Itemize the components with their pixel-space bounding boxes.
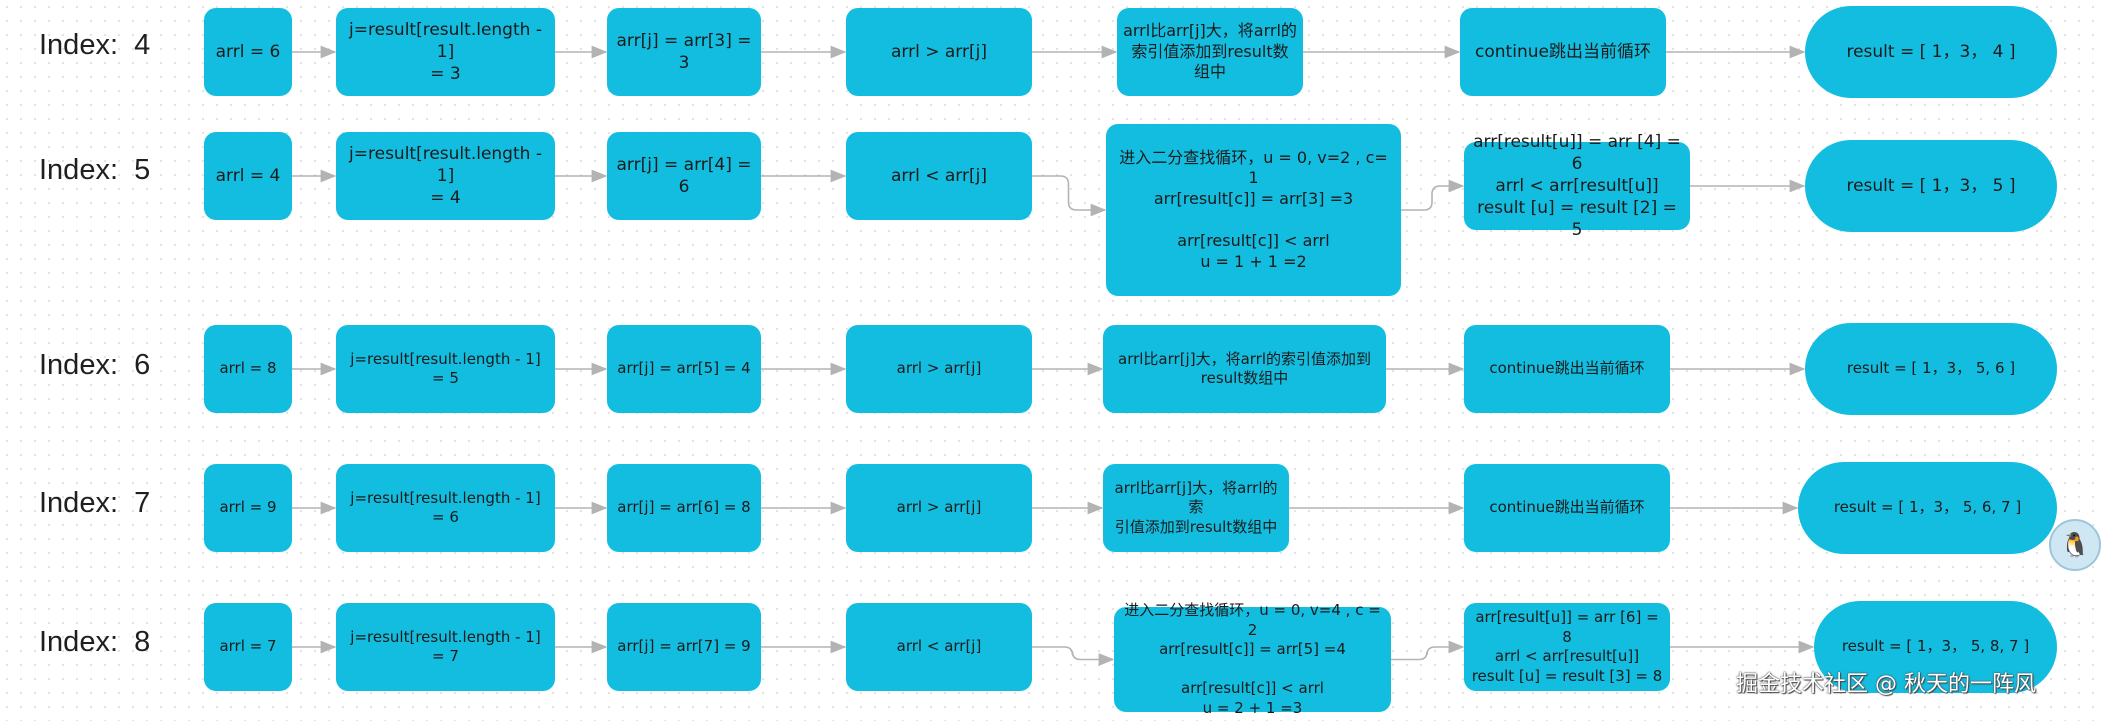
node-arrj-index-8: arr[j] = arr[7] = 9 — [607, 603, 761, 691]
row-label-index-4: Index: 4 — [39, 29, 151, 61]
row-label-index-8: Index: 8 — [39, 626, 151, 658]
node-binary-search-index-5: 进入二分查找循环，u = 0, v=2 , c= 1 arr[result[c]… — [1106, 124, 1401, 296]
node-action-index-7: arrl比arr[j]大，将arrl的索 引值添加到result数组中 — [1103, 464, 1289, 552]
avatar-icon[interactable]: 🐧 — [2049, 519, 2101, 571]
row-label-index-5: Index: 5 — [39, 154, 151, 186]
node-arrj-index-5: arr[j] = arr[4] = 6 — [607, 132, 761, 220]
node-result-index-7: result = [ 1，3， 5, 6, 7 ] — [1798, 462, 2057, 554]
node-arrl-index-7: arrl = 9 — [204, 464, 292, 552]
row-label-index-7: Index: 7 — [39, 487, 151, 519]
node-action-index-6: arrl比arr[j]大，将arrl的索引值添加到 result数组中 — [1103, 325, 1386, 413]
node-next-index-7: continue跳出当前循环 — [1464, 464, 1670, 552]
edge-index-5-5 — [1401, 179, 1465, 211]
node-result-index-5: result = [ 1，3， 5 ] — [1805, 140, 2057, 232]
node-binary-search-index-8: 进入二分查找循环，u = 0, v=4 , c = 2 arr[result[c… — [1114, 601, 1391, 717]
node-j-index-5: j=result[result.length - 1] = 4 — [336, 132, 555, 220]
node-next-index-6: continue跳出当前循环 — [1464, 325, 1670, 413]
node-arrl-index-4: arrl = 6 — [204, 8, 292, 96]
node-j-index-6: j=result[result.length - 1] = 5 — [336, 325, 555, 413]
node-j-index-4: j=result[result.length - 1] = 3 — [336, 8, 555, 96]
node-result-index-8: result = [ 1，3， 5, 8, 7 ] — [1814, 601, 2057, 693]
edge-index-8-4 — [1032, 646, 1115, 666]
node-j-index-8: j=result[result.length - 1] = 7 — [336, 603, 555, 691]
node-next-index-4: continue跳出当前循环 — [1460, 8, 1666, 96]
node-result-index-4: result = [ 1，3， 4 ] — [1805, 6, 2057, 98]
node-arrl-index-8: arrl = 7 — [204, 603, 292, 691]
node-result-index-6: result = [ 1，3， 5, 6 ] — [1805, 323, 2057, 415]
node-arrj-index-6: arr[j] = arr[5] = 4 — [607, 325, 761, 413]
node-arrj-index-7: arr[j] = arr[6] = 8 — [607, 464, 761, 552]
node-compare-index-5: arrl < arr[j] — [846, 132, 1032, 220]
edge-index-5-4 — [1032, 175, 1107, 217]
node-arrl-index-5: arrl = 4 — [204, 132, 292, 220]
node-action-index-4: arrl比arr[j]大，将arrl的 索引值添加到result数 组中 — [1117, 8, 1303, 96]
node-compare-index-6: arrl > arr[j] — [846, 325, 1032, 413]
node-compare-index-4: arrl > arr[j] — [846, 8, 1032, 96]
node-update-index-5: arr[result[u]] = arr [4] = 6 arrl < arr[… — [1464, 132, 1690, 240]
node-update-index-8: arr[result[u]] = arr [6] = 8 arrl < arr[… — [1464, 603, 1670, 691]
row-label-index-6: Index: 6 — [39, 349, 151, 381]
watermark: 掘金技术社区 @ 秋天的一阵风 — [1736, 672, 2036, 697]
node-compare-index-8: arrl < arr[j] — [846, 603, 1032, 691]
node-arrl-index-6: arrl = 8 — [204, 325, 292, 413]
node-compare-index-7: arrl > arr[j] — [846, 464, 1032, 552]
edge-index-8-5 — [1391, 640, 1465, 661]
node-arrj-index-4: arr[j] = arr[3] = 3 — [607, 8, 761, 96]
node-j-index-7: j=result[result.length - 1] = 6 — [336, 464, 555, 552]
